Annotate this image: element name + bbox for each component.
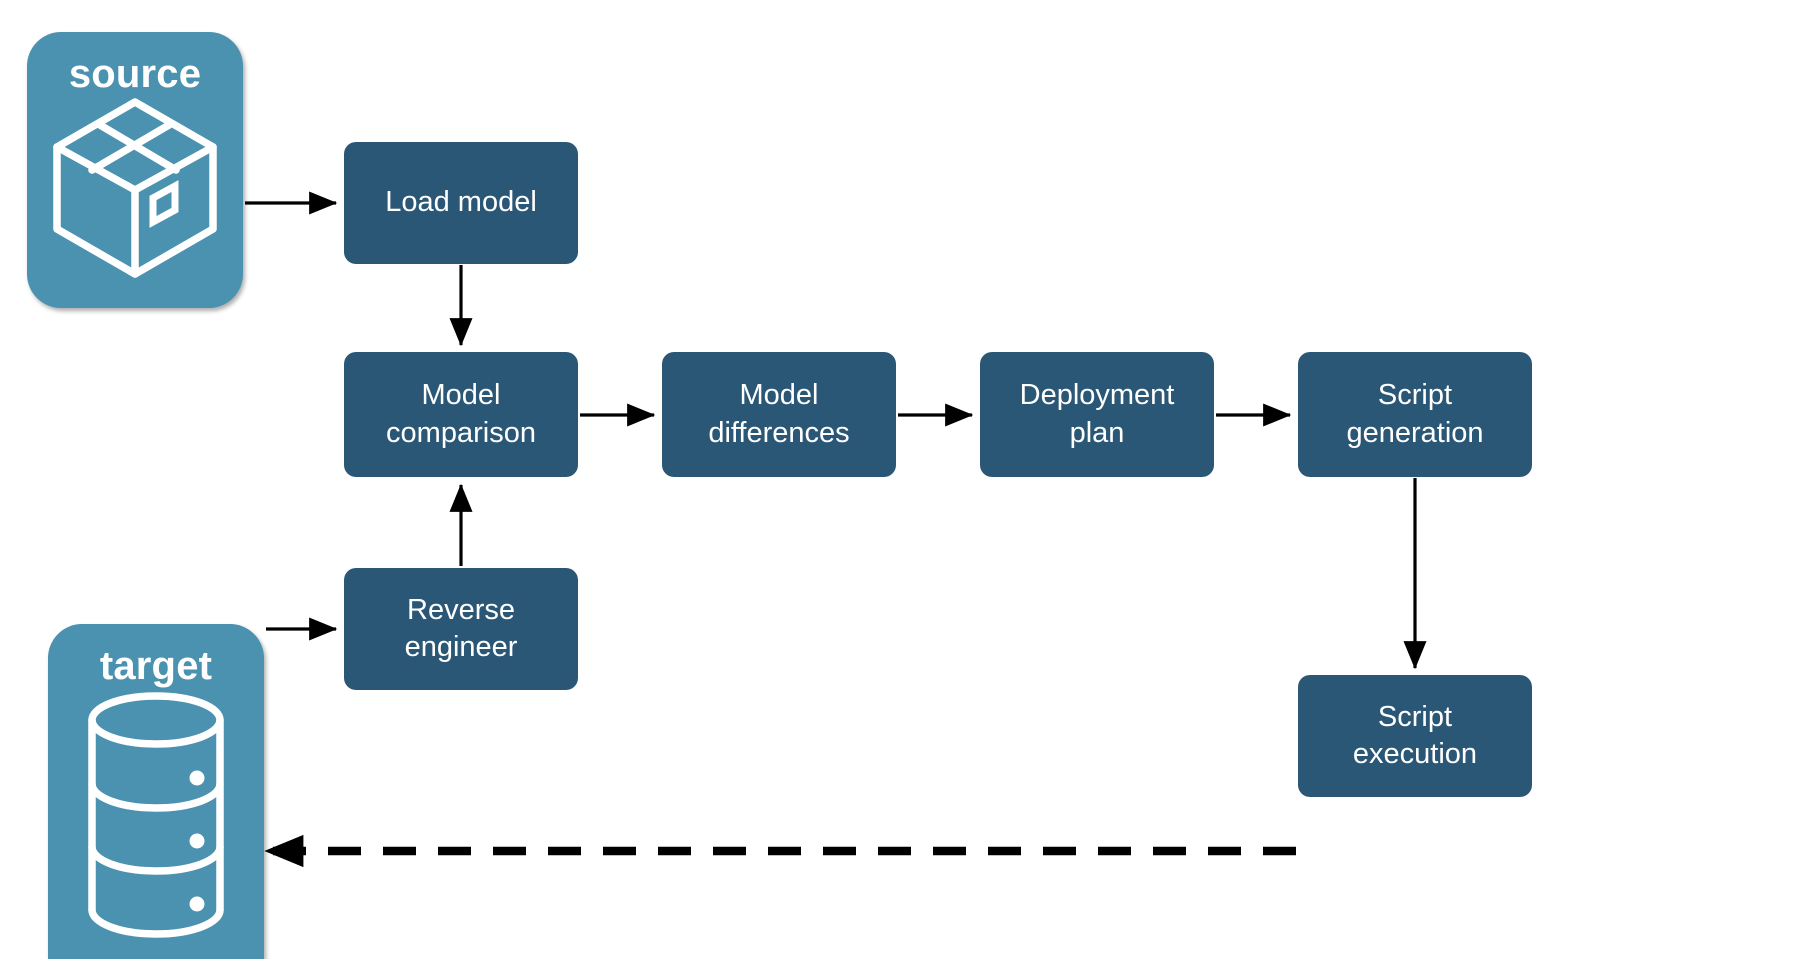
node-reverse-engineer-line2: engineer xyxy=(404,631,518,663)
node-deployment-plan-line1: Deployment xyxy=(1019,379,1175,412)
database-cylinder-icon xyxy=(48,686,264,959)
node-model-comparison[interactable]: Model comparison xyxy=(344,352,578,477)
node-script-execution[interactable]: Script execution xyxy=(1298,675,1532,797)
node-load-model[interactable]: Load model xyxy=(344,142,578,264)
target-endpoint-panel[interactable]: target xyxy=(48,624,264,959)
node-model-differences-line1: Model xyxy=(739,379,819,412)
node-deployment-plan-line2: plan xyxy=(1069,416,1125,449)
source-label: source xyxy=(68,52,202,96)
node-model-differences[interactable]: Model differences xyxy=(662,352,896,477)
node-reverse-engineer[interactable]: Reverse engineer xyxy=(344,568,578,690)
node-model-differences-line2: differences xyxy=(708,416,850,449)
target-label: target xyxy=(99,644,213,688)
node-model-comparison-line2: comparison xyxy=(386,416,536,449)
node-script-generation[interactable]: Script generation xyxy=(1298,352,1532,477)
package-box-icon xyxy=(27,94,243,308)
node-load-model-line1: Load model xyxy=(385,186,537,219)
node-script-execution-line1: Script xyxy=(1377,700,1453,733)
node-script-execution-line2: execution xyxy=(1352,738,1478,770)
source-endpoint-panel[interactable]: source xyxy=(27,32,243,308)
node-deployment-plan[interactable]: Deployment plan xyxy=(980,352,1214,477)
node-reverse-engineer-line1: Reverse xyxy=(407,593,515,626)
node-script-generation-line2: generation xyxy=(1346,416,1484,449)
node-model-comparison-line1: Model xyxy=(421,379,501,412)
node-script-generation-line1: Script xyxy=(1377,379,1453,412)
